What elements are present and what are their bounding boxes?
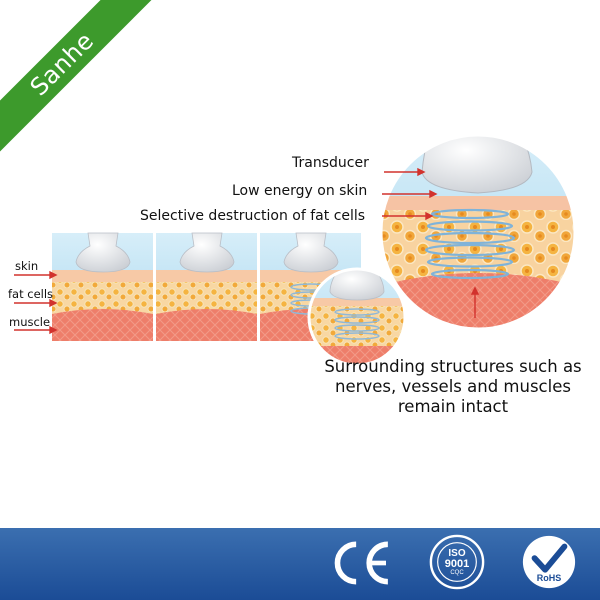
label-transducer: Transducer <box>292 155 369 171</box>
zoom-circle <box>377 131 579 333</box>
iso-top-text: ISO <box>448 548 466 559</box>
label-low-energy: Low energy on skin <box>232 183 368 199</box>
panel-2 <box>156 232 257 341</box>
label-skin: skin <box>15 259 39 273</box>
ce-mark-icon <box>334 541 389 585</box>
label-selective-destruction: Selective destruction of fat cells <box>140 208 366 224</box>
caption-line-3: remain intact <box>397 397 509 416</box>
caption-line-1: Surrounding structures such as <box>324 357 582 376</box>
iso-9001-badge: ISO 9001 CQC <box>428 533 486 591</box>
label-muscle: muscle <box>9 315 51 329</box>
left-arrows <box>14 270 58 335</box>
iso-bottom-text: CQC <box>450 570 464 576</box>
caption-line-2: nerves, vessels and muscles <box>335 377 571 396</box>
rohs-check-icon <box>522 535 576 589</box>
small-zoom-circle <box>307 267 407 367</box>
label-fat-cells: fat cells <box>8 287 54 301</box>
footer-bar <box>0 528 600 600</box>
iso-number-text: 9001 <box>444 558 470 570</box>
rohs-badge: RoHS <box>520 533 578 591</box>
iso-seal-icon <box>429 534 485 590</box>
rohs-text: RoHS <box>536 573 562 583</box>
zoom-arrows <box>382 167 480 318</box>
caption: Surrounding structures such as nerves, v… <box>308 357 598 417</box>
panel-1 <box>52 232 153 341</box>
